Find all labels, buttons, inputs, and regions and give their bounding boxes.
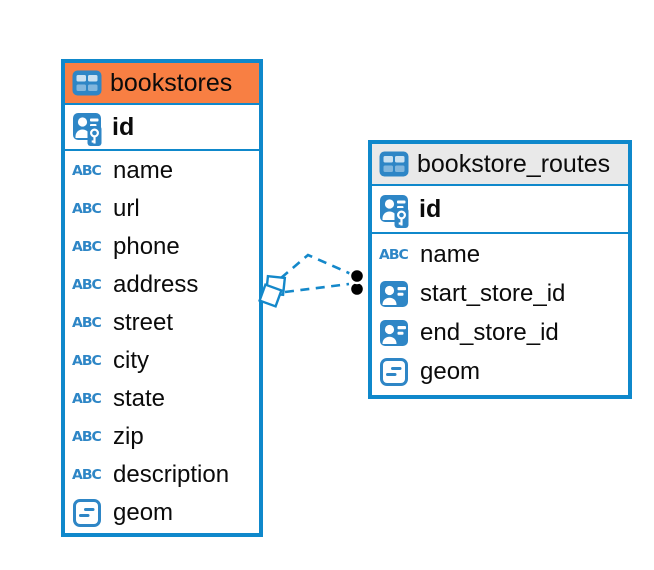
text-type-icon: ABC (72, 467, 102, 483)
table-icon (379, 151, 409, 177)
table-bookstores[interactable]: bookstores id ABC name ABC url ABC phone… (61, 59, 263, 537)
geometry-type-icon (73, 499, 101, 527)
column-name: end_store_id (420, 318, 559, 346)
primary-key-icon (379, 194, 411, 230)
column-row-zip[interactable]: ABC zip (65, 418, 259, 456)
column-row-description[interactable]: ABC description (65, 456, 259, 494)
column-name: url (113, 195, 140, 222)
column-list: ABC name ABC url ABC phone ABC address A… (65, 151, 259, 532)
column-name: start_store_id (420, 279, 566, 307)
column-name: phone (113, 233, 180, 260)
table-title: bookstores (110, 68, 233, 97)
column-row-start-store-id[interactable]: start_store_id (372, 274, 628, 313)
relation-line-start-store-id[interactable] (280, 253, 352, 279)
column-row-city[interactable]: ABC city (65, 342, 259, 380)
column-list: ABC name start_store_id end_store_id geo… (372, 234, 628, 391)
relation-source-cardinality-symbol[interactable] (258, 274, 287, 308)
text-type-icon: ABC (72, 277, 102, 293)
column-name: description (113, 461, 230, 488)
column-row-geom[interactable]: geom (65, 494, 259, 532)
column-name: name (113, 157, 174, 184)
column-row-id[interactable]: id (372, 186, 628, 234)
column-row-address[interactable]: ABC address (65, 266, 259, 304)
foreign-key-icon (379, 280, 409, 308)
table-title: bookstore_routes (417, 149, 611, 178)
relation-endpoint-dots[interactable] (348, 267, 366, 298)
table-bookstore-routes[interactable]: bookstore_routes id ABC name start_store… (368, 140, 632, 399)
table-bookstores-header[interactable]: bookstores (65, 63, 259, 105)
column-row-end-store-id[interactable]: end_store_id (372, 313, 628, 352)
text-type-icon: ABC (379, 246, 409, 263)
column-row-id[interactable]: id (65, 105, 259, 151)
column-name: address (113, 271, 199, 298)
text-type-icon: ABC (72, 315, 102, 331)
table-bookstore-routes-header[interactable]: bookstore_routes (372, 144, 628, 186)
column-name: name (420, 240, 481, 268)
relation-line-end-store-id[interactable] (284, 282, 350, 294)
column-name: id (419, 194, 442, 223)
column-name: street (113, 309, 174, 336)
column-row-url[interactable]: ABC url (65, 190, 259, 228)
text-type-icon: ABC (72, 201, 102, 217)
column-row-name[interactable]: ABC name (372, 235, 628, 274)
primary-key-icon (72, 112, 104, 148)
column-name: id (112, 112, 135, 141)
column-name: geom (113, 499, 174, 526)
foreign-key-icon (379, 319, 409, 347)
column-row-street[interactable]: ABC street (65, 304, 259, 342)
text-type-icon: ABC (72, 353, 102, 369)
text-type-icon: ABC (72, 391, 102, 407)
table-icon (72, 70, 102, 96)
text-type-icon: ABC (72, 429, 102, 445)
column-name: zip (113, 423, 144, 450)
column-row-state[interactable]: ABC state (65, 380, 259, 418)
text-type-icon: ABC (72, 163, 102, 179)
geometry-type-icon (380, 358, 408, 386)
column-name: geom (420, 357, 481, 385)
column-row-geom[interactable]: geom (372, 352, 628, 391)
text-type-icon: ABC (72, 239, 102, 255)
column-name: state (113, 385, 166, 412)
column-name: city (113, 347, 149, 374)
column-row-phone[interactable]: ABC phone (65, 228, 259, 266)
column-row-name[interactable]: ABC name (65, 152, 259, 190)
